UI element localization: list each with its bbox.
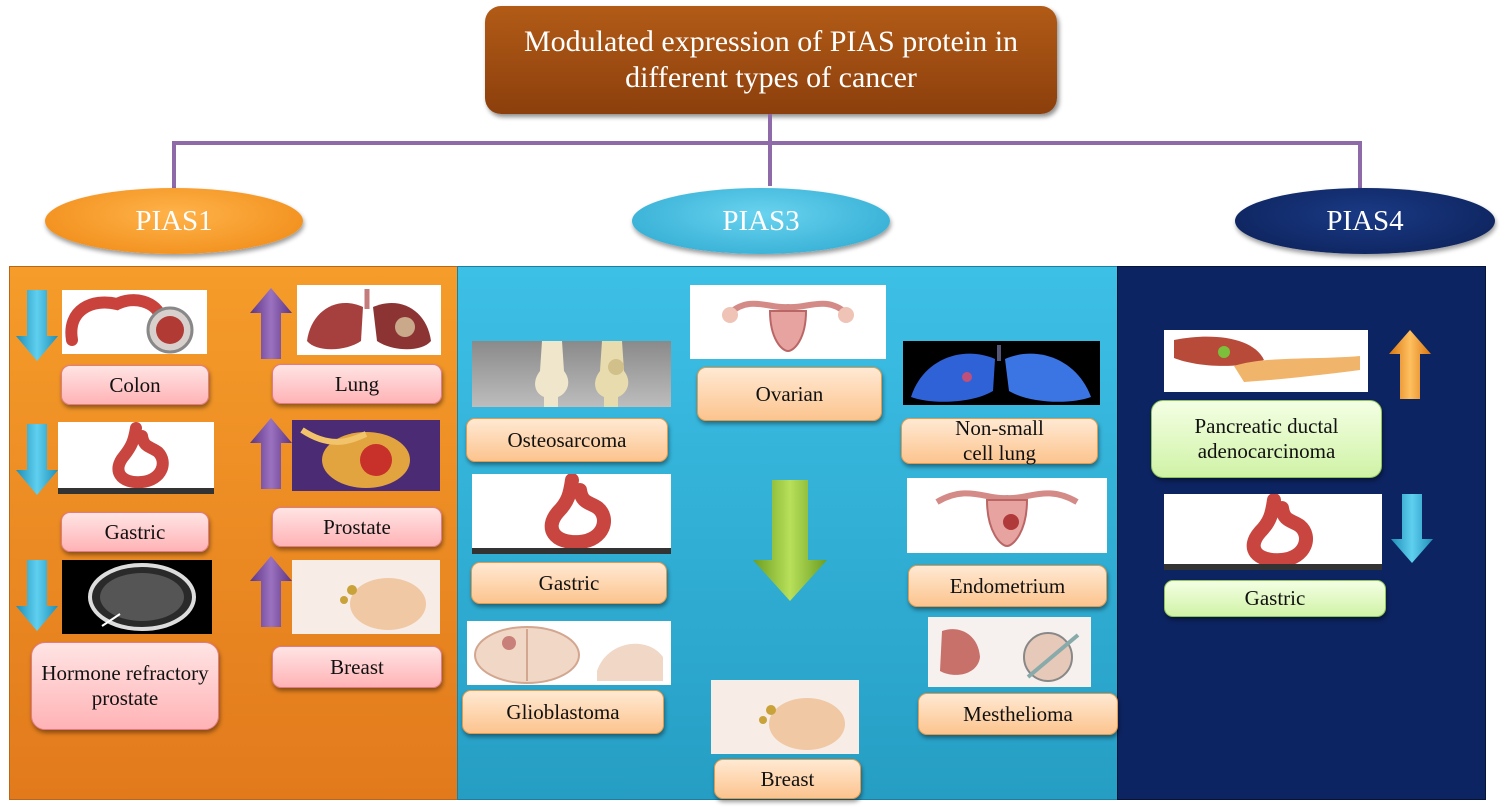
down-arrow-icon [1391,494,1433,563]
prostate-image [292,420,440,491]
stomach-image [58,422,214,494]
up-arrow-icon [1389,330,1431,399]
label-ovarian: Ovarian [697,367,882,421]
label-endometrium: Endometrium [908,565,1107,607]
label-colon: Colon [61,365,209,405]
label-lung: Lung [272,364,442,404]
breast-image [292,560,440,634]
label-gastric-pias1: Gastric [61,512,209,552]
label-pancreatic-ductal-adenocarcinoma: Pancreatic ductal adenocarcinoma [1151,400,1382,478]
pancreas-image [1164,330,1368,392]
up-arrow-icon [250,288,292,359]
label-prostate: Prostate [272,507,442,547]
stomach-image [1164,494,1382,570]
stomach-image [472,474,671,554]
endometrium-image [907,478,1107,553]
label-osteosarcoma: Osteosarcoma [466,418,668,462]
down-arrow-icon [16,290,58,361]
connector-vertical-center [768,114,772,186]
down-arrow-icon [16,424,58,495]
label-breast-pias3: Breast [714,759,861,799]
pias4-oval: PIAS4 [1235,188,1495,254]
label-gastric-pias4: Gastric [1164,580,1386,617]
down-arrow-icon [753,480,827,601]
label-gastric-pias3: Gastric [471,562,667,604]
label-breast-pias1: Breast [272,646,442,688]
label-non-small-cell-lung: Non-small cell lung [901,416,1098,465]
connector-horizontal [172,141,1362,145]
connector-vertical-right [1358,141,1362,189]
mesothelioma-image [928,617,1091,687]
up-arrow-icon [250,418,292,489]
pias1-oval: PIAS1 [45,188,303,254]
down-arrow-icon [16,560,58,631]
label-mesthelioma: Mesthelioma [918,693,1118,735]
uterus-image [690,285,886,359]
knee-bone-image [472,341,671,407]
connector-vertical-left [172,141,176,189]
label-glioblastoma: Glioblastoma [462,690,664,734]
brain-image [467,621,671,685]
up-arrow-icon [250,556,292,627]
label-hormone-refractory-prostate: Hormone refractory prostate [31,642,219,730]
breast-image [711,680,859,754]
lung-image [297,285,441,355]
colon-image [62,290,207,354]
brain-ct-image [62,560,212,634]
pias3-oval: PIAS3 [632,188,890,254]
lungs-blue-image [903,341,1100,405]
diagram-title: Modulated expression of PIAS protein in … [485,6,1057,114]
